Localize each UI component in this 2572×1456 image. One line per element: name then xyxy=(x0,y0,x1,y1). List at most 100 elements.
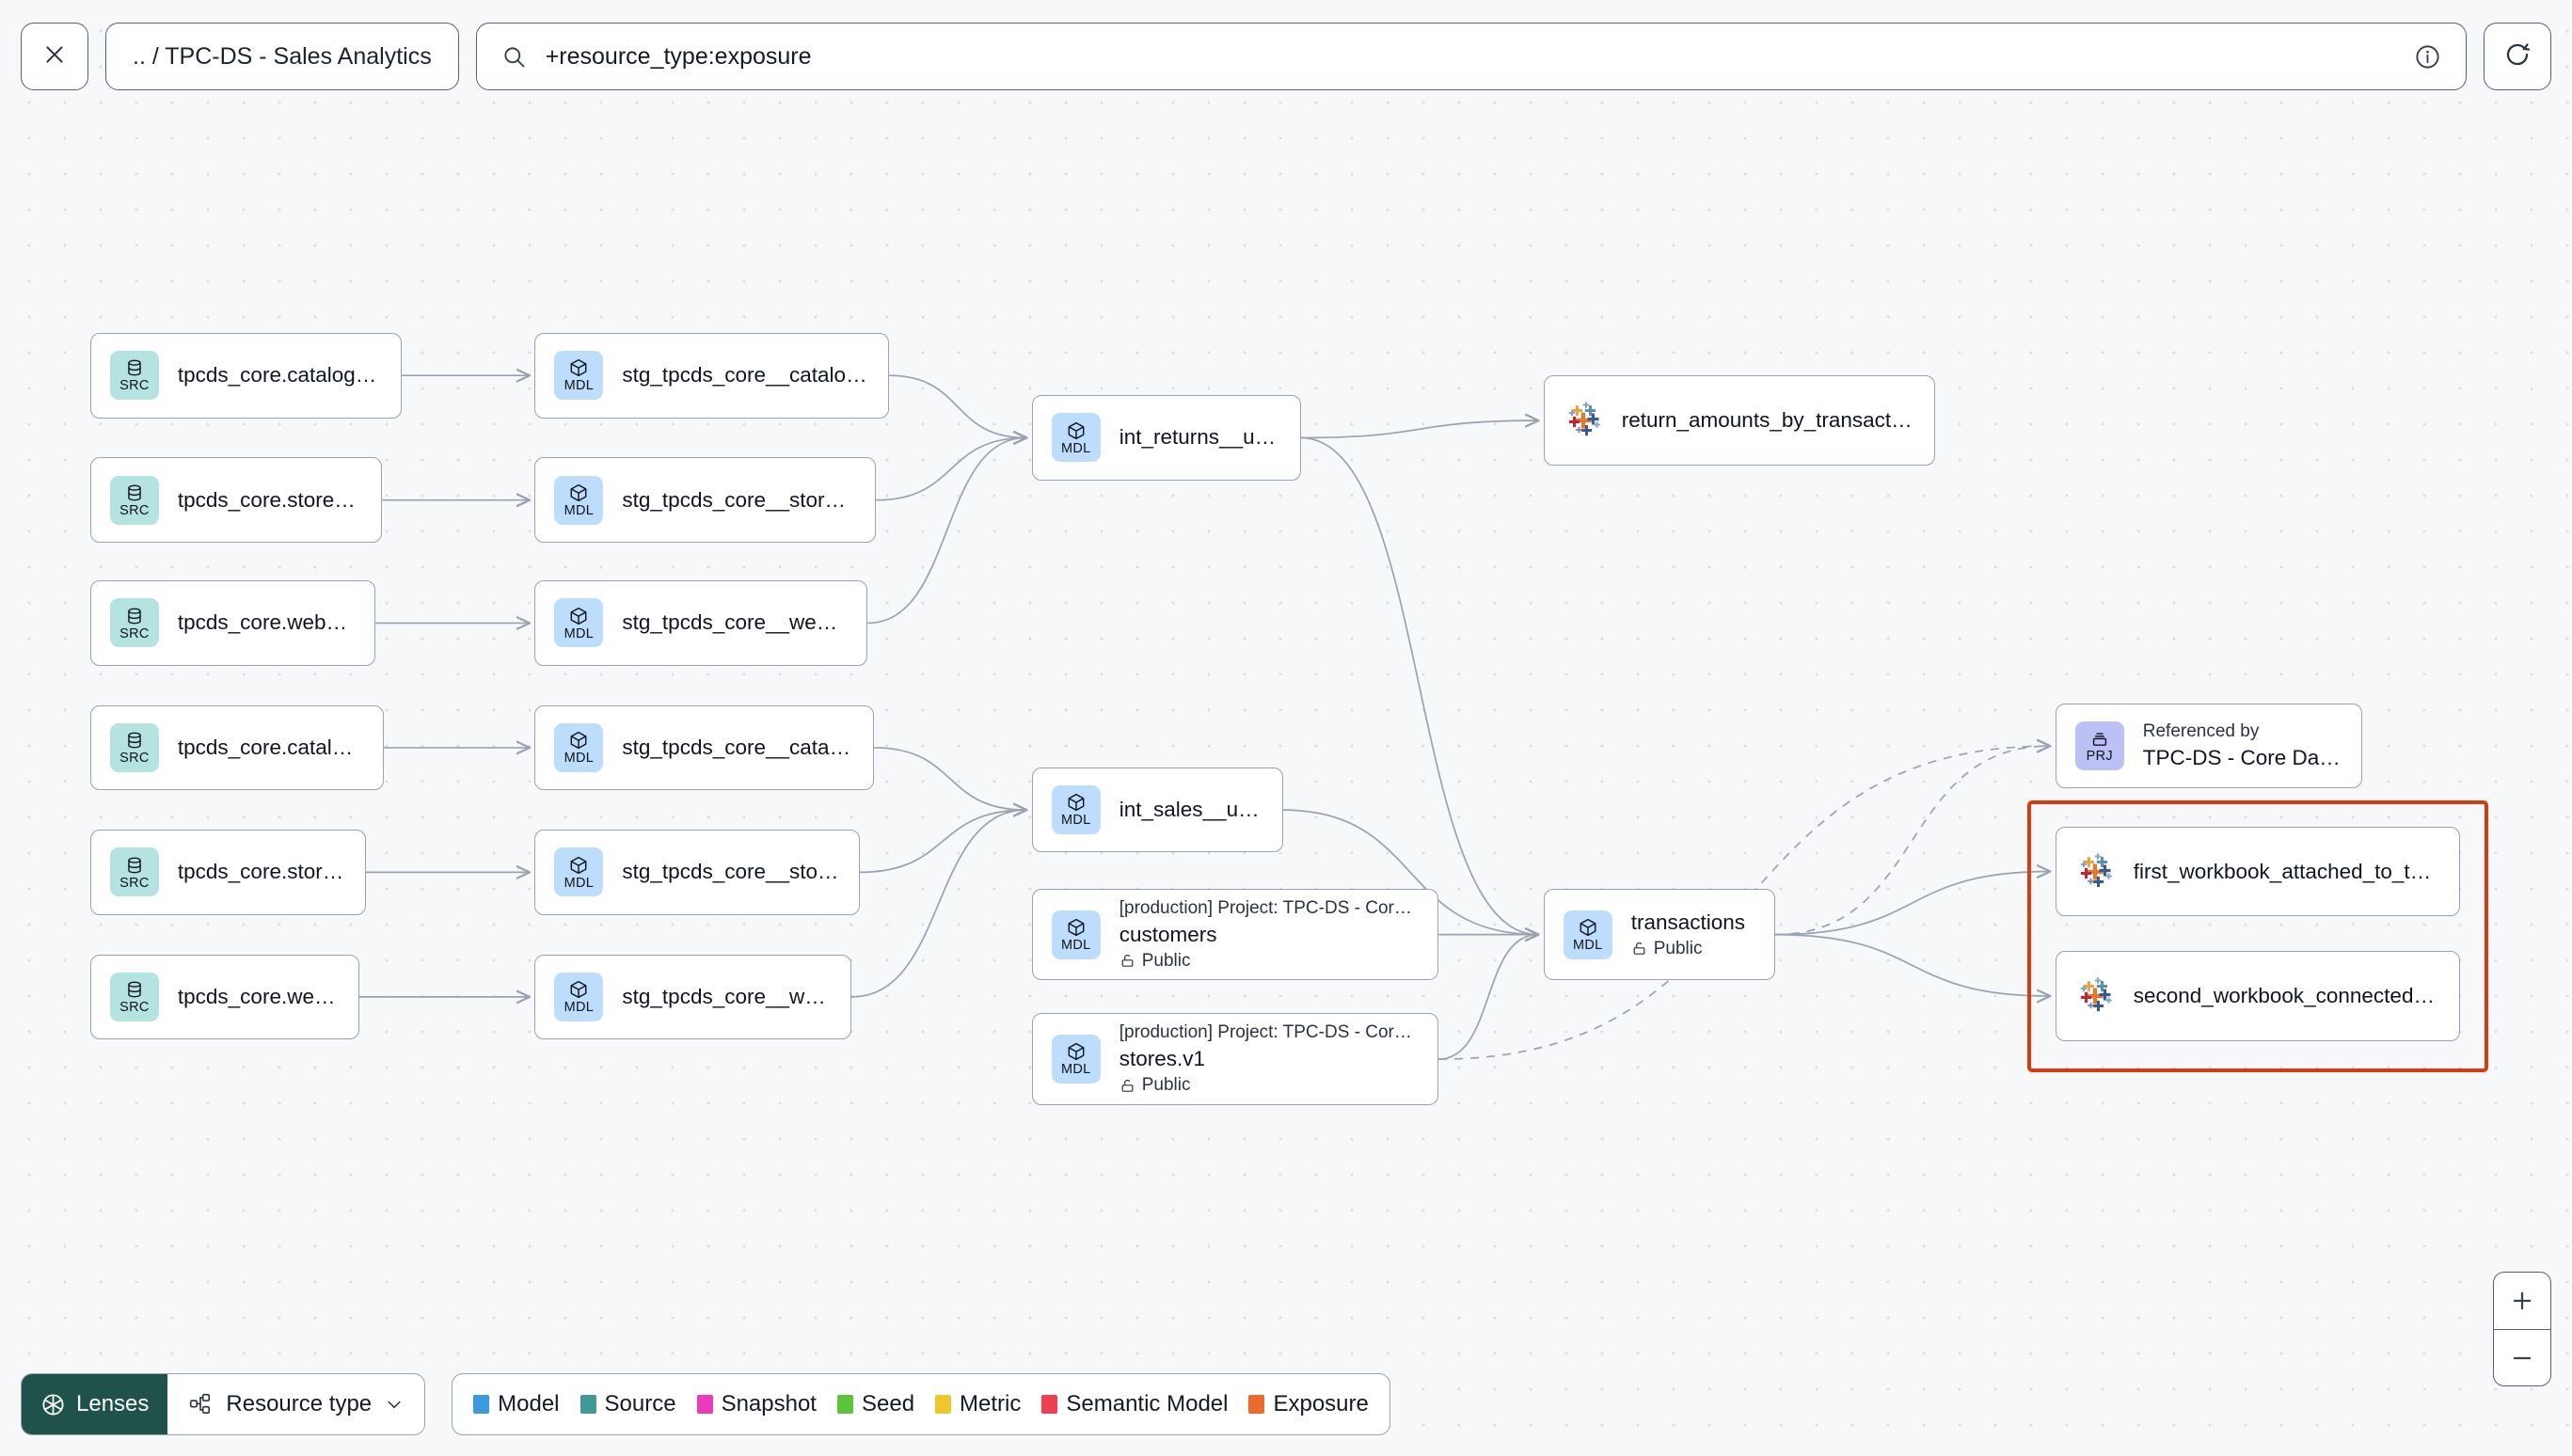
node-type-badge-src: SRC xyxy=(109,351,159,401)
node-project-meta: Referenced by xyxy=(2142,721,2260,742)
node-type-badge-src: SRC xyxy=(109,972,159,1021)
info-icon[interactable] xyxy=(2414,43,2441,71)
node-type-badge-label: PRJ xyxy=(2086,749,2113,765)
refresh-button[interactable] xyxy=(2484,23,2551,90)
bottom-toolbar: Lenses Resource type xyxy=(21,1373,1390,1435)
node-type-badge-src: SRC xyxy=(109,475,159,525)
node-label: stg_tpcds_core__store_returns xyxy=(622,487,856,512)
node-type-badge-prj: PRJ xyxy=(2074,721,2124,771)
node-type-badge-label: MDL xyxy=(1060,440,1091,456)
lineage-node-stg_catalog_returns[interactable]: MDL stg_tpcds_core__catalog_returns xyxy=(534,332,890,419)
node-type-badge-label: SRC xyxy=(119,378,150,394)
node-visibility: Public xyxy=(1119,951,1419,972)
lock-icon xyxy=(1119,1078,1135,1094)
resource-type-dropdown[interactable]: Resource type xyxy=(167,1374,425,1434)
node-type-badge-label: SRC xyxy=(119,875,150,891)
project-stack-icon xyxy=(2089,728,2110,749)
legend-label: Semantic Model xyxy=(1066,1391,1229,1416)
cube-icon xyxy=(1066,792,1087,813)
node-label: tpcds_core.store_returns xyxy=(177,487,362,512)
node-type-badge-mdl: MDL xyxy=(1563,910,1612,959)
legend-item-seed[interactable]: Seed xyxy=(836,1391,914,1417)
database-icon xyxy=(124,730,145,751)
cube-icon xyxy=(1066,1041,1087,1062)
lineage-node-customers[interactable]: MDL [production] Project: TPC-DS - Core … xyxy=(1031,888,1439,981)
node-type-badge-label: MDL xyxy=(1572,937,1603,953)
database-icon xyxy=(124,357,145,378)
legend-item-semantic-model[interactable]: Semantic Model xyxy=(1041,1391,1228,1417)
node-type-badge-mdl: MDL xyxy=(554,351,604,401)
tableau-exposure-icon xyxy=(2075,976,2115,1016)
legend-swatch xyxy=(935,1395,952,1414)
node-type-badge-mdl: MDL xyxy=(1051,785,1101,835)
legend-swatch xyxy=(836,1395,853,1414)
lineage-node-src_web_returns[interactable]: SRC tpcds_core.web_returns xyxy=(89,580,376,666)
lineage-edge xyxy=(1774,933,2050,996)
node-type-badge-mdl: MDL xyxy=(1051,1035,1101,1084)
lineage-node-src_web_sales[interactable]: SRC tpcds_core.web_sales xyxy=(89,954,359,1040)
lenses-button[interactable]: Lenses xyxy=(22,1374,168,1434)
legend-item-source[interactable]: Source xyxy=(579,1391,676,1417)
close-button[interactable] xyxy=(21,23,88,90)
search-input[interactable]: +resource_type:exposure xyxy=(545,42,812,70)
legend-label: Metric xyxy=(960,1391,1022,1416)
search-bar[interactable]: +resource_type:exposure xyxy=(475,23,2467,90)
lineage-node-src_store_sales[interactable]: SRC tpcds_core.store_sales xyxy=(89,830,366,915)
lineage-edge xyxy=(1438,935,1538,1060)
search-icon xyxy=(501,44,527,70)
database-icon xyxy=(124,979,145,1000)
close-icon xyxy=(42,42,67,71)
lock-icon xyxy=(1631,941,1647,957)
lineage-node-first_workbook[interactable]: first_workbook_attached_to_tpc-ds_-_… xyxy=(2055,826,2461,917)
lineage-node-src_catalog_sales[interactable]: SRC tpcds_core.catalog_sales xyxy=(89,704,384,791)
lineage-node-int_sales_unioned[interactable]: MDL int_sales__unioned xyxy=(1031,767,1283,853)
cube-icon xyxy=(1066,420,1087,441)
database-icon xyxy=(124,855,145,876)
lineage-node-stg_catalog_sales[interactable]: MDL stg_tpcds_core__catalog_sales xyxy=(534,704,875,791)
legend-item-model[interactable]: Model xyxy=(473,1391,560,1417)
legend-label: Source xyxy=(604,1391,676,1416)
lineage-node-stg_store_returns[interactable]: MDL stg_tpcds_core__store_returns xyxy=(534,457,877,543)
legend-item-snapshot[interactable]: Snapshot xyxy=(696,1391,817,1417)
node-type-badge-src: SRC xyxy=(109,598,159,648)
zoom-in-button[interactable] xyxy=(2494,1273,2550,1329)
lineage-node-src_catalog_returns[interactable]: SRC tpcds_core.catalog_returns xyxy=(89,332,403,419)
node-label: return_amounts_by_transaction_type xyxy=(1621,408,1916,433)
legend-item-exposure[interactable]: Exposure xyxy=(1248,1391,1369,1417)
lineage-node-second_workbook[interactable]: second_workbook_connected_to_live… xyxy=(2055,951,2461,1041)
node-label: customers xyxy=(1119,922,1217,946)
node-label: stg_tpcds_core__catalog_sales xyxy=(622,735,854,759)
lineage-node-stg_store_sales[interactable]: MDL stg_tpcds_core__store_sales xyxy=(534,830,860,915)
lineage-node-stg_web_sales[interactable]: MDL stg_tpcds_core__web_sales xyxy=(534,954,851,1040)
node-type-badge-label: SRC xyxy=(119,502,150,518)
lineage-edge xyxy=(1300,420,1538,439)
node-project-meta: [production] Project: TPC-DS - Core Data… xyxy=(1119,1022,1419,1043)
legend-item-metric[interactable]: Metric xyxy=(935,1391,1021,1417)
cube-icon xyxy=(568,979,589,1000)
cube-icon xyxy=(568,855,589,876)
zoom-out-button[interactable] xyxy=(2494,1329,2550,1385)
refresh-icon xyxy=(2503,40,2532,73)
lineage-node-stg_web_returns[interactable]: MDL stg_tpcds_core__web_returns xyxy=(534,580,868,666)
lineage-edge xyxy=(1774,872,2050,936)
legend-swatch xyxy=(473,1395,490,1414)
node-type-badge-label: MDL xyxy=(564,875,595,891)
node-type-badge-label: MDL xyxy=(564,502,595,518)
zoom-controls xyxy=(2493,1272,2551,1386)
breadcrumb[interactable]: .. / TPC-DS - Sales Analytics xyxy=(105,23,459,90)
lineage-node-return_amounts_by_transaction_type[interactable]: return_amounts_by_transaction_type xyxy=(1543,375,1936,467)
breadcrumb-label: .. / TPC-DS - Sales Analytics xyxy=(133,42,432,70)
node-visibility: Public xyxy=(1631,939,1745,959)
lineage-edge xyxy=(874,747,1025,810)
legend-label: Model xyxy=(498,1391,560,1416)
lineage-node-int_returns_unioned[interactable]: MDL int_returns__unioned xyxy=(1031,395,1301,481)
node-label: stores.v1 xyxy=(1119,1047,1206,1071)
legend-swatch xyxy=(696,1395,713,1414)
lineage-node-src_store_returns[interactable]: SRC tpcds_core.store_returns xyxy=(89,457,383,543)
lineage-node-stores_v1[interactable]: MDL [production] Project: TPC-DS - Core … xyxy=(1031,1013,1439,1105)
